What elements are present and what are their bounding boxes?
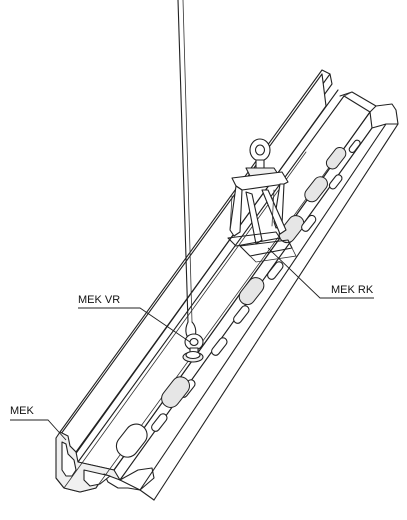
label-mek-vr-text: MEK VR	[78, 294, 120, 306]
channel-slots	[115, 139, 361, 458]
label-mek: MEK	[10, 405, 67, 441]
label-mek-rk: MEK RK	[267, 247, 374, 299]
mek-vr-eyebolt	[182, 321, 204, 363]
label-mek-text: MEK	[10, 405, 35, 417]
mek-rk-clamp	[227, 138, 297, 263]
suspension-wire	[177, 0, 193, 323]
label-mek-rk-text: MEK RK	[331, 284, 374, 296]
label-mek-vr: MEK VR	[78, 294, 191, 343]
